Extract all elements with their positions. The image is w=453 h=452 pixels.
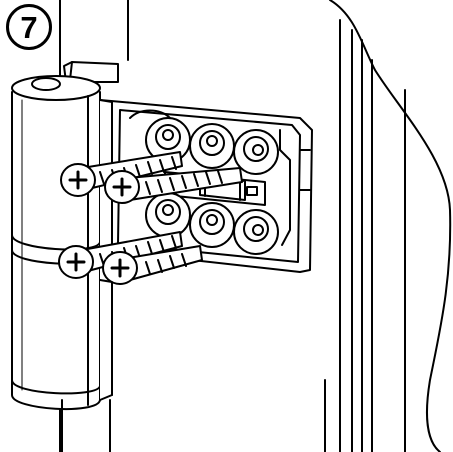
hinge-knuckle	[11, 75, 113, 410]
lower-bosses	[145, 192, 279, 255]
step-number: 7	[20, 9, 38, 45]
step-number-badge: 7	[6, 4, 52, 50]
hinge-leaf-lower	[61, 279, 113, 452]
screw-top-right	[127, 167, 243, 201]
screw-head-icon	[60, 163, 96, 197]
screw-head-icon	[58, 245, 94, 279]
upper-bosses	[145, 117, 279, 175]
screw-head-icon	[102, 251, 138, 285]
screw-head-icon	[104, 170, 140, 204]
screw-bottom-right	[127, 245, 203, 281]
